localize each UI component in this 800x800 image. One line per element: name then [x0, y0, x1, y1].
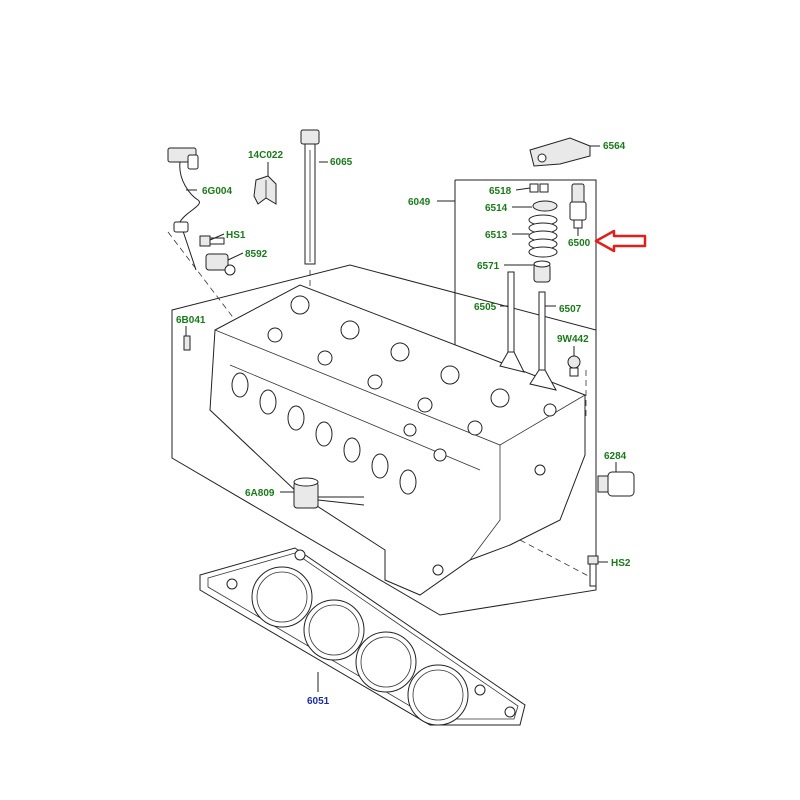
spring-retainer-6514	[532, 200, 558, 212]
label-6g004: 6G004	[202, 186, 232, 197]
fitting-9w442	[567, 355, 581, 377]
valve-stem-seal-6571	[533, 260, 551, 283]
label-8592: 8592	[245, 249, 268, 260]
label-6049: 6049	[408, 197, 431, 208]
label-6284: 6284	[604, 451, 627, 462]
rocker-arm-6564	[529, 137, 591, 167]
component-6a809	[293, 477, 365, 509]
hydraulic-lifter-6500	[569, 183, 587, 229]
cylinder-head	[209, 284, 586, 596]
label-6b041: 6B041	[176, 315, 206, 326]
highlight-arrow	[594, 229, 647, 253]
label-hs1: HS1	[226, 230, 246, 241]
dowel-6b041	[183, 335, 191, 351]
bracket-14c022	[253, 175, 277, 205]
bolt-hs2	[587, 555, 599, 587]
label-14c022: 14C022	[248, 150, 283, 161]
valve-group-frame	[455, 179, 597, 330]
label-6051: 6051	[307, 696, 330, 707]
leader	[515, 187, 531, 191]
label-6500: 6500	[568, 238, 591, 249]
label-6514: 6514	[485, 203, 508, 214]
label-6518: 6518	[489, 186, 512, 197]
valve-spring-6513	[528, 214, 558, 258]
label-6513: 6513	[485, 230, 508, 241]
label-6a809: 6A809	[245, 488, 275, 499]
leader-dash	[519, 539, 597, 581]
exhaust-valve-6507	[529, 291, 557, 391]
head-gasket-6051	[199, 547, 526, 726]
label-6505: 6505	[474, 302, 497, 313]
plug-6284	[597, 471, 635, 497]
intake-valve-6505	[499, 271, 525, 373]
sensor-8592	[205, 253, 236, 276]
leader	[209, 233, 225, 241]
label-6507: 6507	[559, 304, 582, 315]
label-6065: 6065	[330, 157, 353, 168]
assembly-frame	[171, 264, 597, 616]
wiring-harness	[167, 147, 200, 271]
label-6571: 6571	[477, 261, 500, 272]
label-6564: 6564	[603, 141, 626, 152]
leader-dash	[167, 231, 236, 321]
leader	[227, 252, 244, 261]
valve-keeper-6518	[529, 183, 549, 193]
head-bolt-6065	[300, 129, 320, 265]
label-hs2: HS2	[611, 558, 631, 569]
label-9w442: 9W442	[557, 334, 589, 345]
bolt-hs1	[199, 235, 225, 247]
